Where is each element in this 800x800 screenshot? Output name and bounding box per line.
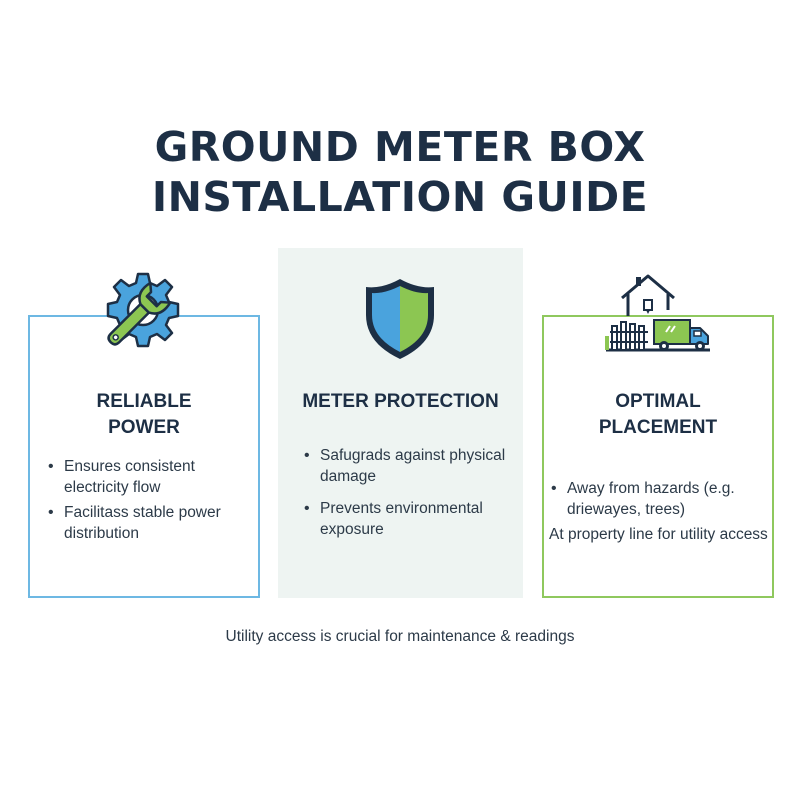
- wrench-gear-icon: [106, 272, 180, 348]
- title-line-1: GROUND METER BOX: [154, 123, 646, 171]
- reliable-power-list: Ensures consistent electricity flow Faci…: [46, 456, 256, 548]
- reliable-power-title-line-1: RELIABLE: [96, 391, 192, 412]
- title-line-2: INSTALLATION GUIDE: [151, 173, 649, 221]
- list-item: Away from hazards (e.g. driewayes, trees…: [549, 478, 789, 520]
- list-item: At property line for utility access: [549, 526, 768, 543]
- card-optimal-placement: [542, 315, 774, 598]
- page-title: GROUND METER BOX INSTALLATION GUIDE: [0, 122, 800, 222]
- list-item: Safugrads against physical damage: [302, 445, 517, 487]
- reliable-power-title: RELIABLE POWER: [28, 389, 260, 441]
- meter-protection-title: METER PROTECTION: [302, 391, 499, 412]
- reliable-power-title-line-2: POWER: [108, 417, 180, 438]
- optimal-placement-title-line-2: PLACEMENT: [598, 417, 718, 438]
- meter-protection-list: Safugrads against physical damage Preven…: [302, 445, 517, 551]
- list-item: Prevents environmental exposure: [302, 498, 517, 540]
- optimal-placement-title-line-1: OPTIMAL: [615, 391, 701, 412]
- list-item: Ensures consistent electricity flow: [46, 456, 256, 498]
- footer-note: Utility access is crucial for maintenanc…: [225, 628, 575, 645]
- optimal-placement-title: OPTIMAL PLACEMENT: [542, 389, 774, 441]
- shield-icon: [366, 279, 434, 359]
- list-item: Facilitass stable power distribution: [46, 502, 256, 544]
- house-truck-icon: [605, 274, 710, 352]
- optimal-placement-list: Away from hazards (e.g. driewayes, trees…: [549, 478, 789, 549]
